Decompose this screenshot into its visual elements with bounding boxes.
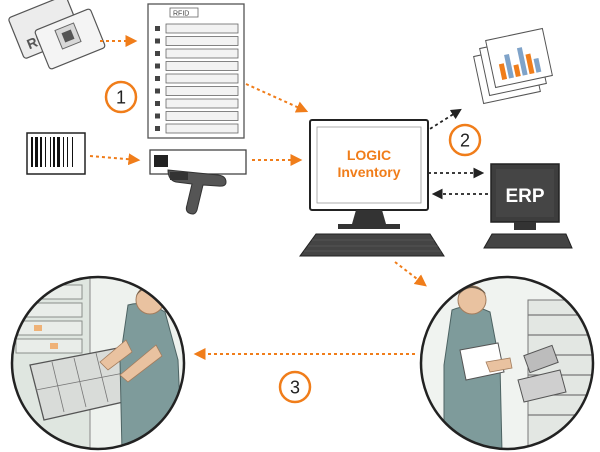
system-title-line1: LOGIC bbox=[347, 147, 391, 163]
step-marker-1: 1 bbox=[104, 80, 138, 114]
barcode-scanner-icon bbox=[149, 149, 247, 215]
form-row-bullet bbox=[155, 113, 160, 119]
svg-text:1: 1 bbox=[116, 88, 126, 108]
form-row-field bbox=[165, 36, 239, 46]
form-row-bullet bbox=[155, 38, 160, 44]
form-row-bullet bbox=[155, 88, 160, 94]
barcode-bar bbox=[31, 137, 33, 167]
barcode-bar bbox=[53, 137, 55, 167]
form-row-bullet bbox=[155, 26, 160, 31]
form-row-bullet bbox=[155, 76, 160, 81]
barcode-icon bbox=[26, 132, 86, 175]
step-marker-3: 3 bbox=[278, 370, 312, 404]
form-row-field bbox=[165, 111, 239, 121]
nurse-scanning-supplies-illustration bbox=[419, 275, 595, 451]
nurse-restocking-drawer-illustration bbox=[10, 275, 186, 451]
reports-icon bbox=[473, 27, 553, 105]
svg-text:2: 2 bbox=[460, 131, 470, 151]
form-rfid-label: RFID bbox=[173, 11, 189, 18]
barcode-bar bbox=[45, 137, 46, 167]
barcode-bar bbox=[57, 137, 60, 167]
step-marker-2: 2 bbox=[448, 123, 482, 157]
form-row-bullet bbox=[155, 63, 160, 69]
form-row-bullet bbox=[155, 101, 160, 106]
flow-arrows bbox=[89, 35, 427, 360]
form-row-field bbox=[165, 61, 239, 71]
svg-text:3: 3 bbox=[290, 378, 300, 398]
form-row-bullet bbox=[155, 51, 160, 56]
system-title-line2: Inventory bbox=[337, 164, 400, 180]
logic-inventory-computer: LOGIC Inventory bbox=[299, 119, 445, 257]
form-row-field bbox=[165, 73, 239, 84]
form-row-field bbox=[165, 48, 239, 59]
barcode-bar bbox=[35, 137, 38, 167]
form-row-field bbox=[165, 86, 239, 96]
form-row-bullet bbox=[155, 126, 160, 131]
form-row-field bbox=[165, 98, 239, 109]
data-exchange-arrows bbox=[424, 108, 488, 200]
form-row-field bbox=[165, 123, 239, 134]
form-row-field bbox=[165, 23, 239, 34]
barcode-bar bbox=[50, 137, 51, 167]
erp-computer: ERP bbox=[483, 163, 573, 249]
barcode-bar bbox=[67, 137, 68, 167]
barcode-bar bbox=[72, 137, 73, 167]
barcode-bar bbox=[63, 137, 64, 167]
barcode-bar bbox=[40, 137, 42, 167]
rfid-tags-icon: RFID bbox=[8, 0, 106, 70]
erp-label: ERP bbox=[505, 186, 544, 207]
rfid-checklist-form: RFID bbox=[147, 3, 245, 139]
